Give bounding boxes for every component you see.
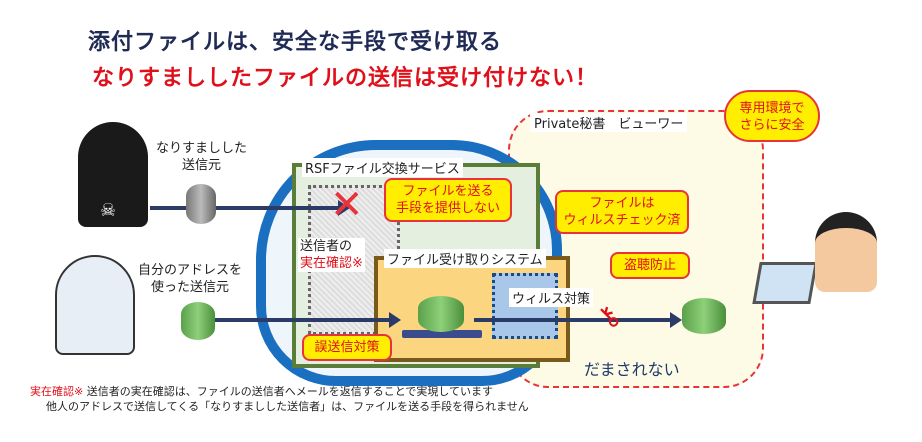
spoof-file-cylinder: [186, 184, 216, 224]
block-x-icon: ✕: [330, 182, 364, 228]
callout-anti-tap: 盗聴防止: [610, 252, 690, 279]
cart-icon: [402, 330, 482, 338]
footnote-mark: 実在確認※: [30, 385, 84, 398]
virus-label: ウィルス対策: [509, 288, 594, 307]
rsf-label: RSFファイル交換サービス: [302, 158, 463, 177]
spoofer-avatar: [78, 122, 148, 227]
viewer-file-cylinder: [682, 298, 726, 334]
not-fooled-text: だまされない: [584, 360, 680, 379]
footnote-line2: 他人のアドレスで送信してくる「なりすましした送信者」は、ファイルを送る手段を得ら…: [46, 400, 529, 413]
title-line2: なりすまししたファイルの送信は受け付けない！: [92, 66, 599, 91]
receiver-avatar: [815, 212, 877, 292]
own-sender-label: 自分のアドレスを 使った送信元: [138, 263, 243, 295]
verify-red: 実在確認※: [300, 256, 363, 271]
own-file-cylinder: [181, 302, 215, 340]
spoof-arrow: [150, 200, 350, 216]
footnote-line1: 実在確認※ 送信者の実在確認は、ファイルの送信者へメールを返信することで実現して…: [30, 385, 494, 398]
callout-no-means: ファイルを送る 手段を提供しない: [384, 178, 512, 222]
deliver-arrow: [474, 312, 682, 328]
spoof-sender-label: なりすましした 送信元: [156, 141, 248, 173]
receive-system-label: ファイル受け取りシステム: [384, 249, 546, 268]
private-viewer-label: Private秘書 ビューワー: [530, 113, 688, 132]
title-line1: 添付ファイルは、安全な手段で受け取る: [88, 30, 503, 55]
callout-misdelivery: 誤送信対策: [302, 334, 392, 361]
private-bubble: 専用環境で さらに安全: [724, 90, 820, 142]
verify-label: 送信者の 実在確認※: [298, 238, 365, 272]
received-file-cylinder: [418, 296, 464, 332]
skull-icon: ☠: [100, 200, 117, 221]
own-arrow: [215, 312, 401, 328]
laptop-icon: [752, 262, 818, 304]
own-sender-avatar: [55, 255, 135, 355]
callout-virus-checked: ファイルは ウィルスチェック済: [555, 190, 689, 234]
